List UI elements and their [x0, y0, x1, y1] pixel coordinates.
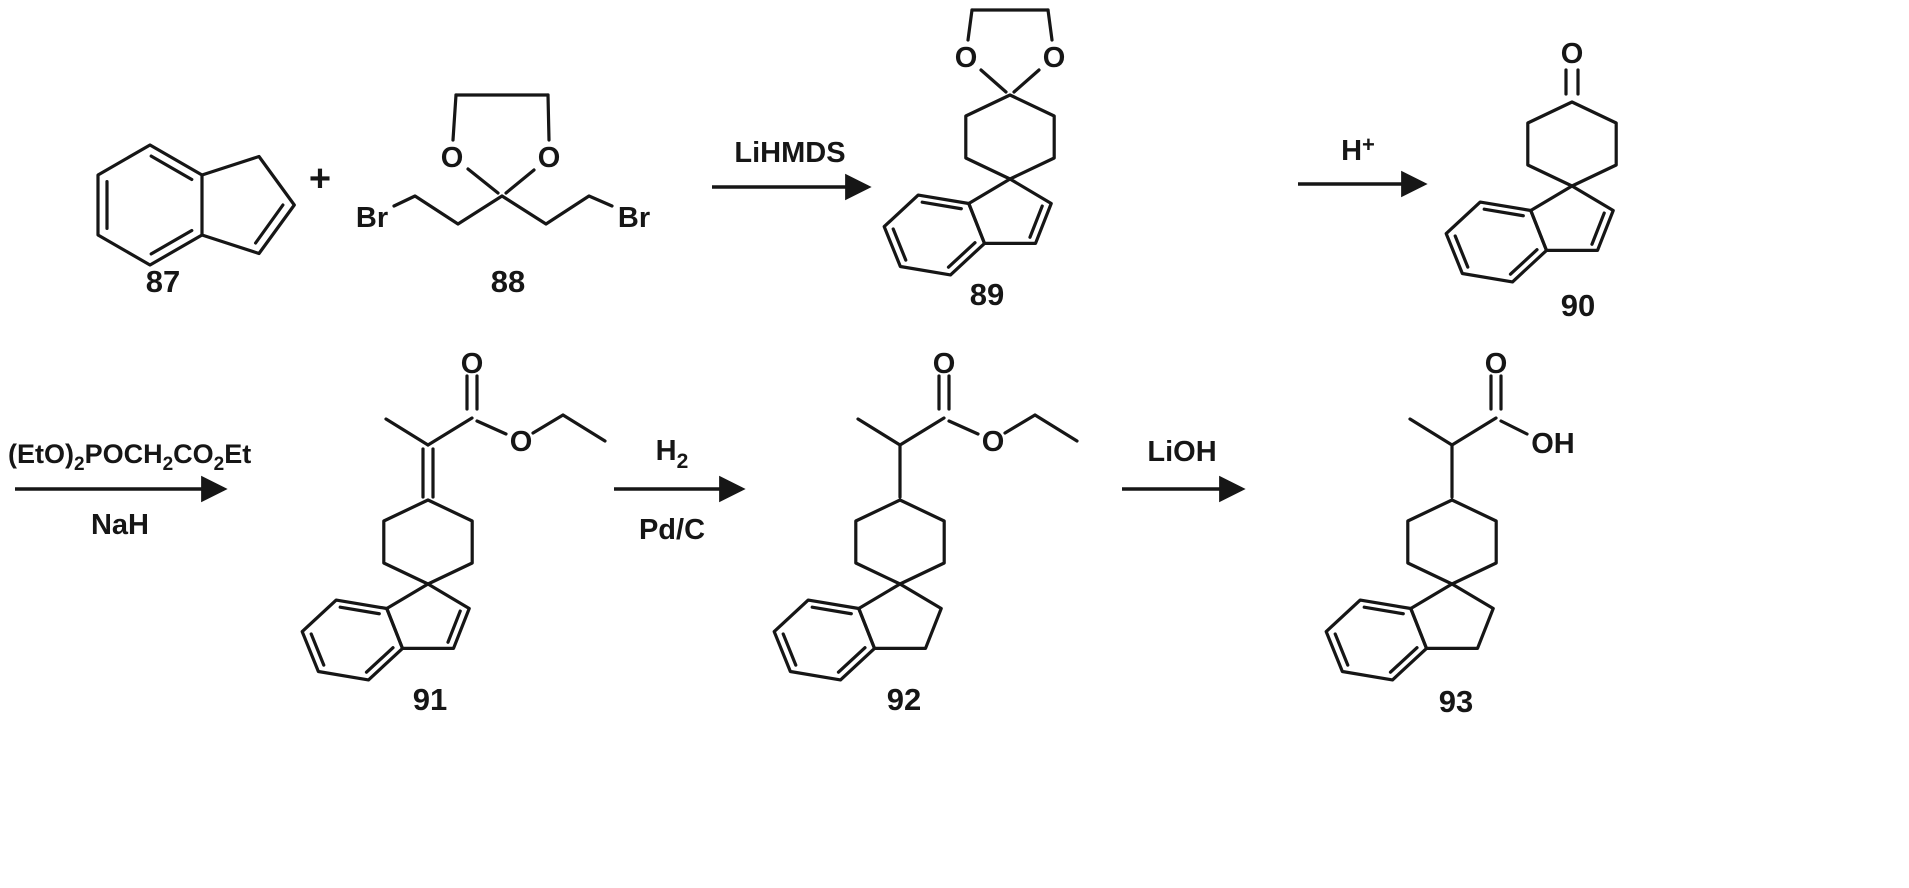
- bromine-atom-label: Br: [356, 202, 388, 234]
- compound-93: O OH 93: [1324, 348, 1575, 719]
- reagent-segment: CO: [173, 439, 214, 469]
- reagent-segment: POCH: [85, 439, 163, 469]
- oxygen-atom-label: O: [982, 426, 1005, 458]
- dioxolane-bond: [504, 168, 536, 195]
- carbon-carbon-bond: [898, 416, 946, 447]
- spiro-skeleton: [772, 498, 946, 682]
- dioxolane-bond: [466, 167, 500, 195]
- reagent-base-text: H: [656, 435, 677, 467]
- compound-number-92: 92: [887, 682, 921, 717]
- spiro-skeleton: [882, 93, 1056, 277]
- reagent-above-arrow: LiHMDS: [734, 137, 845, 169]
- compound-number-93: 93: [1439, 684, 1473, 719]
- carbon-carbon-bond: [426, 416, 474, 447]
- dioxolane-bond: [546, 93, 551, 142]
- dioxolane-bond: [979, 68, 1008, 94]
- reaction-step-4: H2 Pd/C: [614, 435, 746, 546]
- ethyl-bond: [531, 413, 565, 435]
- reagent-below-arrow: Pd/C: [639, 514, 705, 546]
- compound-number-90: 90: [1561, 288, 1595, 323]
- spiro-skeleton: [1324, 498, 1498, 682]
- aromatic-double-bond-icon: [149, 228, 194, 256]
- reagent-above-arrow: LiOH: [1147, 436, 1216, 468]
- oxygen-atom-label: O: [1561, 38, 1584, 70]
- ethyl-bond: [1033, 413, 1079, 443]
- reagent-above-arrow: (EtO)2POCH2CO2Et: [8, 439, 251, 475]
- methyl-bond: [1408, 417, 1454, 447]
- dioxolane-bond: [966, 8, 974, 42]
- bromine-atom-label: Br: [618, 202, 650, 234]
- reagent-subscript: 2: [677, 450, 689, 473]
- compound-90: O 90: [1444, 38, 1618, 323]
- methyl-bond: [856, 417, 902, 447]
- hydroxyl-group-label: OH: [1531, 428, 1575, 460]
- oxygen-atom-label: O: [441, 142, 464, 174]
- compound-number-91: 91: [413, 682, 447, 717]
- reagent-above-arrow: H2: [656, 435, 689, 473]
- oxygen-atom-label: O: [461, 348, 484, 380]
- aromatic-double-bond-icon: [149, 154, 194, 182]
- reagent-base-text: H: [1341, 135, 1362, 167]
- compound-87: 87: [96, 143, 296, 299]
- carbon-carbon-bond: [1450, 416, 1498, 447]
- reaction-step-2: H+: [1298, 132, 1428, 198]
- cyclopentene-ring: [200, 154, 296, 256]
- dioxolane-bond: [1046, 8, 1054, 42]
- compound-number-88: 88: [491, 264, 525, 299]
- reagent-subscript: 2: [74, 454, 85, 475]
- ethyl-bond: [1003, 413, 1037, 435]
- compound-number-89: 89: [970, 277, 1004, 312]
- ester-c-o-bond: [475, 419, 508, 436]
- spiro-skeleton: [1444, 100, 1618, 284]
- oxygen-atom-label: O: [538, 142, 561, 174]
- benzene-ring: [96, 143, 204, 267]
- oxygen-atom-label: O: [1485, 348, 1508, 380]
- reagent-above-arrow: H+: [1341, 132, 1375, 167]
- reagent-segment: (EtO): [8, 439, 74, 469]
- bromoethyl-chain-right: [500, 194, 614, 226]
- compound-88: O O Br Br 88: [356, 93, 650, 299]
- bromoethyl-chain-left: [392, 194, 504, 226]
- reagent-below-arrow: NaH: [91, 509, 149, 541]
- methyl-bond: [384, 417, 430, 447]
- oxygen-atom-label: O: [955, 42, 978, 74]
- reagent-superscript: +: [1362, 132, 1375, 157]
- hydroxyl-c-o-bond: [1499, 419, 1529, 436]
- dioxolane-bond: [1012, 68, 1041, 94]
- reaction-step-5: LiOH: [1122, 436, 1246, 503]
- oxygen-atom-label: O: [933, 348, 956, 380]
- ethyl-bond: [561, 413, 607, 443]
- ester-c-o-bond: [947, 419, 980, 436]
- compound-91: O O 91: [300, 348, 607, 717]
- reagent-subscript: 2: [163, 454, 174, 475]
- compound-number-87: 87: [146, 264, 180, 299]
- reagent-segment: Et: [224, 439, 251, 469]
- oxygen-atom-label: O: [1043, 42, 1066, 74]
- plus-operator: +: [309, 158, 331, 200]
- compound-92: O O 92: [772, 348, 1079, 717]
- reaction-step-3: (EtO)2POCH2CO2Et NaH: [8, 439, 251, 541]
- reagent-subscript: 2: [214, 454, 225, 475]
- dioxolane-bond: [451, 93, 458, 142]
- compound-89: O O 89: [882, 8, 1066, 312]
- alkene-double-bond-icon: [254, 203, 285, 245]
- spiro-skeleton: [300, 498, 474, 682]
- oxygen-atom-label: O: [510, 426, 533, 458]
- reaction-step-1: LiHMDS: [712, 137, 872, 201]
